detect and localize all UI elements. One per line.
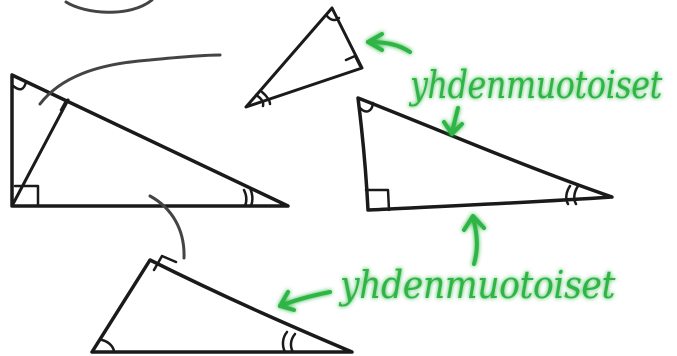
angle-arc-right-1 (565, 184, 572, 206)
right-triangle-bottom (90, 254, 354, 354)
angle-arc-right-1 (242, 188, 248, 208)
arrow-head (366, 32, 384, 52)
arrow-head (462, 214, 486, 232)
connector-curve-lower (148, 194, 186, 260)
arrow-up-to-middle-triangle (471, 216, 479, 266)
triangle-outline (90, 258, 354, 354)
large-right-triangle (10, 73, 290, 208)
right-angle-mark (364, 188, 391, 212)
arrow-head (442, 120, 464, 136)
right-triangle-middle (356, 96, 614, 212)
connector-curve-upper (38, 53, 222, 106)
right-angle-mark (152, 254, 178, 272)
right-angle-mark (344, 54, 362, 68)
label-similar-top: yhdenmuotoiset (408, 63, 663, 107)
angle-arc-right-2 (289, 332, 297, 354)
angle-arc-right-2 (573, 184, 580, 206)
right-angle-mark-bottom (13, 184, 40, 208)
altitude-line (11, 98, 70, 206)
arrow-to-bottom-triangle (278, 290, 332, 308)
angle-arc-left (100, 338, 116, 354)
annotation-group (278, 32, 486, 312)
connector-curve-top (64, 0, 154, 14)
angle-arc-top (325, 14, 341, 22)
triangle-outline (10, 73, 290, 208)
arrow-head (278, 290, 296, 312)
triangle-outline (356, 96, 614, 212)
angle-arc-top (10, 80, 28, 91)
angle-arc-right-2 (248, 186, 254, 208)
arrow-to-middle-triangle (450, 106, 460, 134)
angle-arc-top (358, 101, 375, 113)
angle-arc-right-1 (281, 330, 289, 354)
small-triangle-top (244, 6, 364, 109)
angle-arc-left-1 (260, 90, 272, 106)
angle-arc-left-2 (254, 93, 265, 108)
right-angle-mark-altitude (59, 99, 80, 112)
label-similar-bottom: yhdenmuotoiset (338, 263, 616, 307)
triangle-outline (244, 6, 364, 109)
